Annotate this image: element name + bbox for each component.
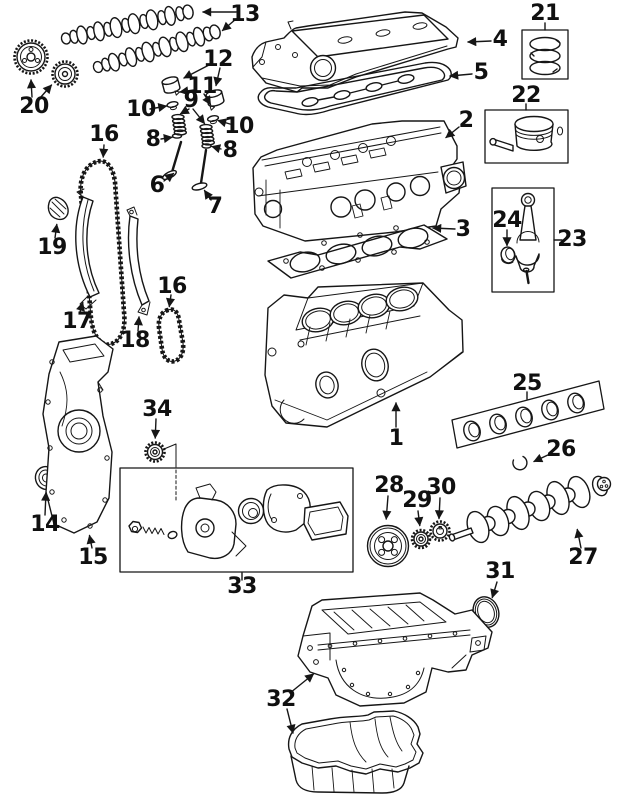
camshaft-timing-gear-vvt (13, 39, 49, 75)
camshaft-exhaust (92, 24, 221, 74)
oil-pump-body (180, 483, 247, 560)
crankshaft (448, 475, 612, 544)
connecting-rod-box (491, 187, 555, 293)
callout-34-36: 34 (142, 397, 172, 422)
callout-17-19: 17 (62, 309, 92, 334)
chain-guide-damper (126, 206, 151, 316)
valve-cover (251, 11, 459, 93)
oil-pump-plate (303, 501, 349, 541)
callout-5-4: 5 (473, 60, 489, 85)
valve-cover-gasket (257, 61, 452, 116)
callout-16-18: 16 (157, 274, 187, 299)
rod-bearing (500, 246, 516, 264)
piston (514, 115, 564, 152)
timing-chain (78, 158, 127, 347)
callout-28-30: 28 (374, 473, 404, 498)
crankshaft-sprocket (429, 520, 451, 542)
main-bearing-set-box (451, 380, 605, 449)
callout-23-25: 23 (557, 227, 587, 252)
callout-24-26: 24 (492, 208, 522, 233)
callout-30-32: 30 (426, 475, 456, 500)
oil-pump-cover (262, 484, 311, 533)
callout-15-16: 15 (78, 545, 108, 570)
callout-12-13: 12 (203, 47, 233, 72)
callout-25-27: 25 (512, 371, 542, 396)
thrust-washer (512, 455, 528, 471)
oil-pump-box (119, 443, 354, 573)
callout-6-5: 6 (149, 173, 165, 198)
chain-tensioner (47, 196, 69, 221)
oil-pump-chain (156, 307, 186, 364)
callout-19-21: 19 (37, 235, 67, 260)
leader-lines (26, 7, 584, 734)
callout-26-28: 26 (546, 437, 576, 462)
oil-pump-sprocket (144, 441, 166, 463)
callout-1: 1 (388, 426, 404, 451)
callout-10-11: 10 (224, 114, 254, 139)
piston-pin (489, 137, 514, 152)
callout-7-6: 7 (207, 194, 223, 219)
callout-10-10: 10 (126, 97, 156, 122)
callout-31-33: 31 (485, 559, 515, 584)
valve-springs (171, 113, 216, 146)
callout-20-22: 20 (19, 94, 49, 119)
callout-27-29: 27 (568, 545, 598, 570)
upper-oil-pan (297, 592, 493, 707)
callout-11-12: 11 (187, 74, 217, 99)
head-gasket (267, 224, 448, 279)
callout-2-1: 2 (458, 108, 474, 133)
timing-cover (42, 335, 114, 534)
crankshaft-timing-gear (410, 528, 432, 550)
callout-32-34: 32 (266, 687, 296, 712)
exhaust-valve (191, 148, 208, 191)
valve-keepers (174, 90, 215, 111)
oil-pump-relief-valve (128, 520, 178, 540)
cylinder-head (252, 120, 467, 242)
callout-18-20: 18 (120, 328, 150, 353)
callout-9-9: 9 (183, 88, 199, 113)
camshaft-intake (60, 4, 194, 45)
camshaft-timing-sprocket (51, 60, 79, 88)
callout-8-8: 8 (222, 138, 238, 163)
callout-33-35: 33 (227, 574, 257, 599)
engine-block (264, 282, 464, 428)
rod-cap (515, 253, 540, 273)
lower-oil-pan (287, 710, 424, 794)
callout-8-7: 8 (145, 127, 161, 152)
callout-21-23: 21 (530, 1, 560, 26)
crankshaft-pulley (366, 524, 410, 568)
callout-22-24: 22 (511, 83, 541, 108)
callout-16-17: 16 (89, 122, 119, 147)
callout-14-15: 14 (30, 512, 60, 537)
callout-3-2: 3 (455, 217, 471, 242)
callout-4-3: 4 (492, 27, 508, 52)
piston-box (484, 109, 569, 164)
connecting-rod (516, 192, 540, 244)
callout-29-31: 29 (402, 488, 432, 513)
rod-bolt (522, 267, 530, 285)
callout-13-14: 13 (230, 2, 260, 27)
